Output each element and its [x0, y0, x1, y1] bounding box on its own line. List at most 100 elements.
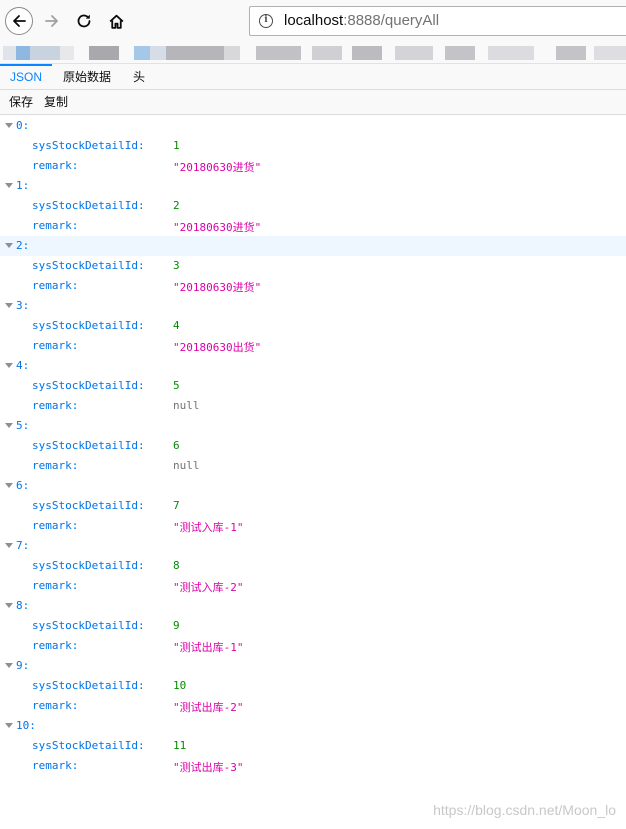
- json-property-row[interactable]: remark:"测试出库-2": [0, 696, 626, 716]
- expand-triangle-icon[interactable]: [5, 483, 13, 488]
- json-index: 2:: [16, 239, 30, 252]
- json-property-row[interactable]: sysStockDetailId:3: [0, 256, 626, 276]
- json-index-row[interactable]: 4:: [0, 356, 626, 376]
- json-property-row[interactable]: sysStockDetailId:8: [0, 556, 626, 576]
- expand-triangle-icon[interactable]: [5, 123, 13, 128]
- json-property-row[interactable]: sysStockDetailId:9: [0, 616, 626, 636]
- json-property-row[interactable]: remark: "测试出库-3": [0, 756, 626, 776]
- blurred-bookmark[interactable]: [256, 46, 301, 60]
- json-index: 8:: [16, 599, 30, 612]
- json-property-row[interactable]: remark:"测试出库-1": [0, 636, 626, 656]
- expand-triangle-icon[interactable]: [5, 723, 13, 728]
- json-index-row[interactable]: 9:: [0, 656, 626, 676]
- json-key: sysStockDetailId:: [32, 679, 145, 692]
- json-index: 0:: [16, 119, 30, 132]
- home-button[interactable]: [102, 7, 130, 35]
- blurred-bookmark[interactable]: [395, 46, 433, 60]
- json-index: 1:: [16, 179, 30, 192]
- blurred-bookmark[interactable]: [445, 46, 475, 60]
- blurred-bookmark[interactable]: [166, 46, 224, 60]
- json-index-row[interactable]: 0:: [0, 116, 626, 136]
- json-property-row[interactable]: sysStockDetailId:6: [0, 436, 626, 456]
- json-value-string: "20180630进货": [173, 281, 262, 294]
- expand-triangle-icon[interactable]: [5, 303, 13, 308]
- json-key: remark:: [32, 279, 79, 292]
- expand-triangle-icon[interactable]: [5, 183, 13, 188]
- json-property-row[interactable]: remark: "20180630进货": [0, 276, 626, 296]
- blurred-bookmark[interactable]: [16, 46, 30, 60]
- blurred-bookmark[interactable]: [352, 46, 382, 60]
- json-value-string: "测试出库-1": [173, 641, 244, 654]
- json-property-row[interactable]: remark:null: [0, 456, 626, 476]
- json-key: sysStockDetailId:: [32, 499, 145, 512]
- blurred-bookmark[interactable]: [594, 46, 626, 60]
- json-property-row[interactable]: sysStockDetailId:7: [0, 496, 626, 516]
- json-index-row[interactable]: 10:: [0, 716, 626, 736]
- json-property-row[interactable]: sysStockDetailId:5: [0, 376, 626, 396]
- json-value-number: 10: [173, 679, 187, 692]
- blurred-bookmark[interactable]: [556, 46, 586, 60]
- json-index-row[interactable]: 8:: [0, 596, 626, 616]
- save-button[interactable]: 保存: [9, 95, 34, 109]
- back-button[interactable]: [5, 7, 33, 35]
- json-property-row[interactable]: sysStockDetailId:2: [0, 196, 626, 216]
- json-key: remark:: [32, 459, 79, 472]
- expand-triangle-icon[interactable]: [5, 543, 13, 548]
- reload-button[interactable]: [70, 7, 98, 35]
- json-property-row[interactable]: remark:"测试入库-1": [0, 516, 626, 536]
- blurred-bookmark[interactable]: [89, 46, 119, 60]
- json-value-number: 3: [173, 259, 180, 272]
- json-property-row[interactable]: sysStockDetailId:1: [0, 136, 626, 156]
- json-value-number: 1: [173, 139, 180, 152]
- json-value-string: "测试出库-2": [173, 701, 244, 714]
- json-index-row[interactable]: 5:: [0, 416, 626, 436]
- json-property-row[interactable]: sysStockDetailId:11: [0, 736, 626, 756]
- json-index-row[interactable]: 7:: [0, 536, 626, 556]
- json-value-number: 11: [173, 739, 187, 752]
- json-property-row[interactable]: remark:"20180630进货": [0, 156, 626, 176]
- reload-icon: [77, 14, 91, 28]
- blurred-bookmark[interactable]: [150, 46, 166, 60]
- blurred-bookmark[interactable]: [488, 46, 534, 60]
- json-key: remark:: [32, 759, 79, 772]
- expand-triangle-icon[interactable]: [5, 243, 13, 248]
- json-index: 7:: [16, 539, 30, 552]
- json-index: 10:: [16, 719, 36, 732]
- viewer-toolbar: 保存 复制: [0, 90, 626, 115]
- tab-raw-data[interactable]: 原始数据: [62, 70, 111, 84]
- blurred-bookmark[interactable]: [312, 46, 342, 60]
- info-icon[interactable]: i: [259, 14, 273, 28]
- copy-button[interactable]: 复制: [44, 95, 69, 109]
- expand-triangle-icon[interactable]: [5, 423, 13, 428]
- json-value-number: 2: [173, 199, 180, 212]
- json-property-row[interactable]: remark:"20180630进货": [0, 216, 626, 236]
- json-index-row[interactable]: 3:: [0, 296, 626, 316]
- forward-button[interactable]: [38, 7, 66, 35]
- expand-triangle-icon[interactable]: [5, 363, 13, 368]
- blurred-bookmark[interactable]: [134, 46, 150, 60]
- json-value-number: 5: [173, 379, 180, 392]
- json-property-row[interactable]: remark:"测试入库-2": [0, 576, 626, 596]
- json-value-string: "20180630进货": [173, 221, 262, 234]
- json-value-string: "测试出库-3": [173, 761, 244, 774]
- json-index-row[interactable]: 1:: [0, 176, 626, 196]
- json-key: sysStockDetailId:: [32, 319, 145, 332]
- tab-headers[interactable]: 头: [132, 70, 145, 84]
- json-index-row[interactable]: 6:: [0, 476, 626, 496]
- url-bar[interactable]: i localhost:8888/queryAll: [249, 6, 626, 36]
- expand-triangle-icon[interactable]: [5, 603, 13, 608]
- blurred-bookmark[interactable]: [30, 46, 60, 60]
- expand-triangle-icon[interactable]: [5, 663, 13, 668]
- json-property-row[interactable]: sysStockDetailId: 10: [0, 676, 626, 696]
- json-property-row[interactable]: remark:"20180630出货": [0, 336, 626, 356]
- tab-json[interactable]: JSON: [0, 64, 52, 90]
- json-value-number: 9: [173, 619, 180, 632]
- blurred-bookmark[interactable]: [60, 46, 74, 60]
- bookmarks-toolbar: [0, 42, 626, 64]
- blurred-bookmark[interactable]: [224, 46, 240, 60]
- blurred-bookmark[interactable]: [3, 46, 16, 60]
- json-property-row[interactable]: sysStockDetailId:4: [0, 316, 626, 336]
- json-index-row[interactable]: 2:: [0, 236, 626, 256]
- json-property-row[interactable]: remark:null: [0, 396, 626, 416]
- json-value-string: "20180630进货": [173, 161, 262, 174]
